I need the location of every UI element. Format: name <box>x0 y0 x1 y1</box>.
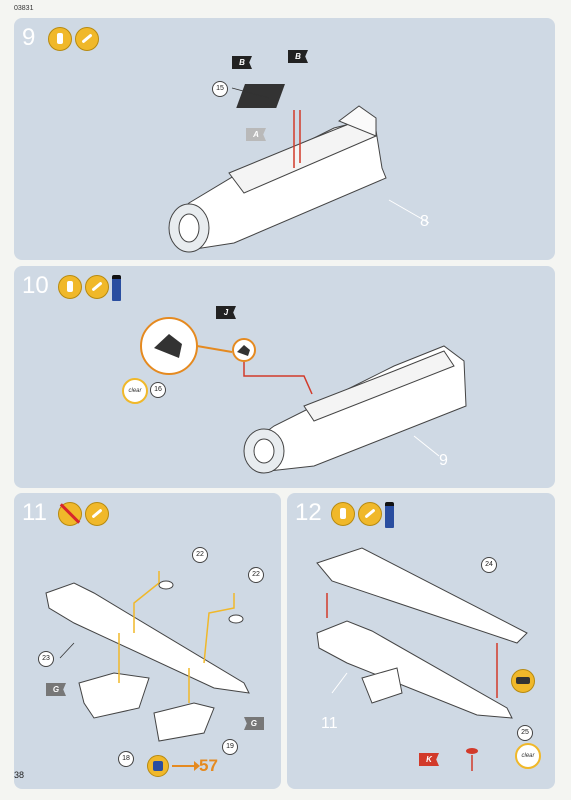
paint-flag: K <box>419 753 439 766</box>
paint-flag: B <box>288 50 308 63</box>
clear-badge: clear <box>515 743 541 769</box>
step-9-panel: 9 15 B B A 8 <box>14 18 555 260</box>
arrow-icon <box>172 761 200 771</box>
paint-bottle-icon <box>385 502 394 528</box>
step-12-illustration <box>316 547 528 771</box>
paint-flag: G <box>46 683 66 696</box>
step-number: 10 <box>22 272 49 299</box>
decal-icon <box>147 755 169 777</box>
part-callout: 15 <box>212 81 228 97</box>
paint-flag: B <box>232 56 252 69</box>
glue-icon <box>58 275 82 299</box>
paint-brush-icon <box>75 27 99 51</box>
go-to-step: 57 <box>147 755 218 777</box>
no-glue-icon <box>58 502 82 526</box>
step-9-illustration <box>168 84 430 253</box>
part-callout: 16 <box>150 382 166 398</box>
step-number: 9 <box>22 24 36 51</box>
reference-number: 9 <box>439 452 448 469</box>
go-to-step-number: 57 <box>199 756 218 775</box>
step-10-illustration <box>140 317 467 474</box>
paint-bottle-icon <box>112 275 121 301</box>
paint-brush-icon <box>85 502 109 526</box>
kit-code: 03831 <box>14 5 34 12</box>
part-callout: 24 <box>481 557 497 573</box>
part-callout: 23 <box>38 651 54 667</box>
reference-number: 8 <box>420 213 429 230</box>
paint-brush-icon <box>358 502 382 526</box>
step-number: 12 <box>295 499 322 526</box>
page-number: 38 <box>14 770 25 780</box>
step-number: 11 <box>22 499 47 526</box>
paint-flag: G <box>244 717 264 730</box>
clear-badge: clear <box>122 378 148 404</box>
step-11-panel: 11 22 22 23 18 19 G G <box>14 493 281 789</box>
reference-number: 11 <box>321 715 338 732</box>
step-12-panel: 12 24 25 K clear 11 <box>287 493 555 789</box>
paint-flag: A <box>246 128 266 141</box>
part-callout: 25 <box>517 725 533 741</box>
paint-flag: J <box>216 306 236 319</box>
step-11-illustration <box>45 571 250 742</box>
step-10-panel: 10 J 16 clear 9 <box>14 266 555 488</box>
paint-flag-label: G <box>250 719 258 728</box>
part-callout: 22 <box>248 567 264 583</box>
decal-icon <box>511 669 535 693</box>
part-callout: 19 <box>222 739 238 755</box>
part-callout: 22 <box>192 547 208 563</box>
glue-icon <box>331 502 355 526</box>
paint-brush-icon <box>85 275 109 299</box>
part-callout: 18 <box>118 751 134 767</box>
glue-icon <box>48 27 72 51</box>
